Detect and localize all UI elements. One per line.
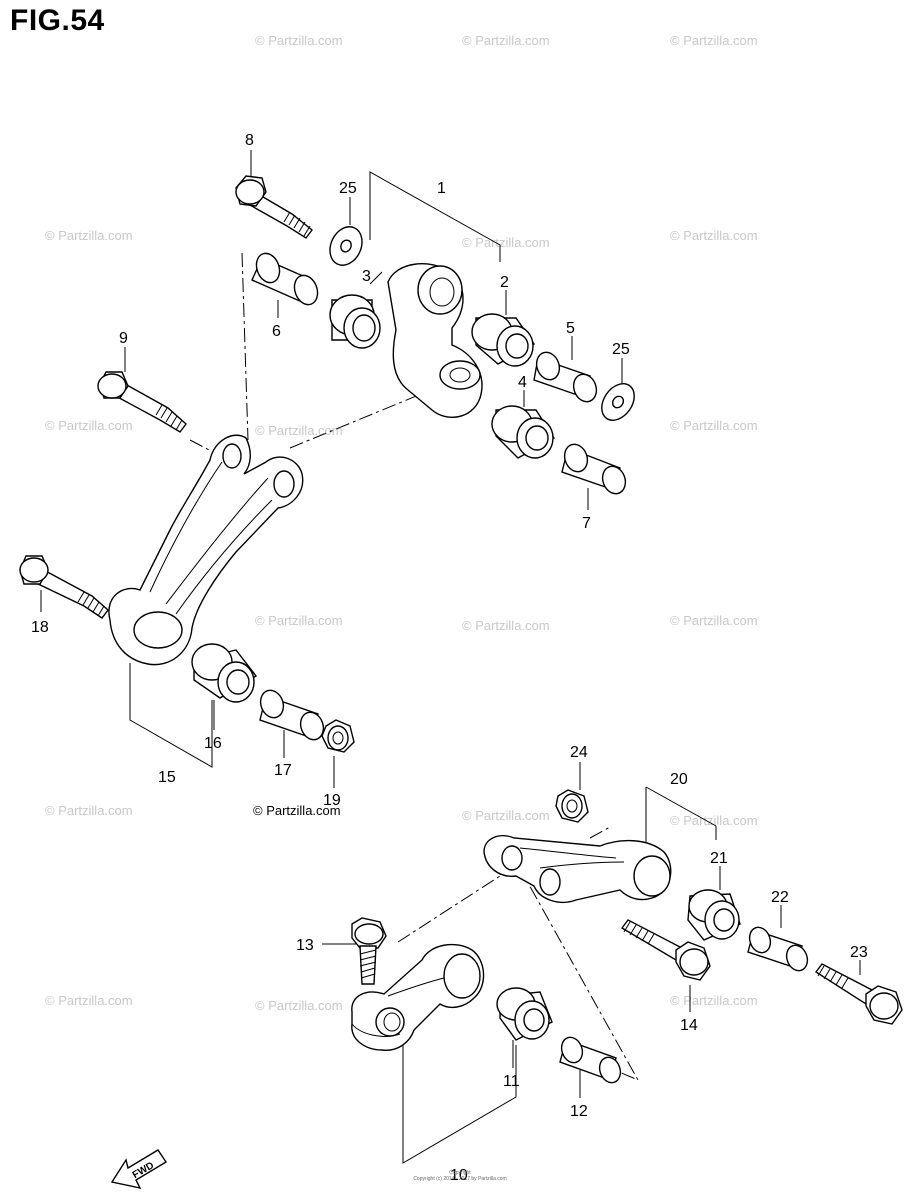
callout-25-right: 25 xyxy=(612,341,630,358)
watermark: © Partzilla.com xyxy=(45,993,133,1008)
collar-5 xyxy=(533,351,598,403)
watermark: © Partzilla.com xyxy=(45,418,133,433)
bearing-21 xyxy=(687,889,741,941)
watermark: © Partzilla.com xyxy=(462,235,550,250)
bolt-23 xyxy=(814,963,903,1025)
group-brackets xyxy=(129,171,717,1164)
leader-lines xyxy=(40,150,861,1098)
bearing-3 xyxy=(329,294,381,349)
bearing-11 xyxy=(496,987,553,1041)
callout-16: 16 xyxy=(204,735,222,752)
bearing-2 xyxy=(471,313,536,367)
bearing-16 xyxy=(191,643,258,703)
watermark: © Partzilla.com xyxy=(462,33,550,48)
bolt-18 xyxy=(19,555,109,619)
watermark: © Partzilla.com xyxy=(462,618,550,633)
callout-4: 4 xyxy=(518,374,527,391)
watermark: © Partzilla.com xyxy=(45,228,133,243)
watermark: © Partzilla.com xyxy=(255,33,343,48)
watermark: © Partzilla.com xyxy=(255,998,343,1013)
washer-25-right xyxy=(601,383,635,421)
nut-24 xyxy=(555,789,589,823)
footer-line-1: Copyright xyxy=(449,1170,471,1176)
callout-23: 23 xyxy=(850,944,868,961)
callout-8: 8 xyxy=(245,132,254,149)
callout-labels: 1 2 3 4 5 6 7 8 9 10 11 12 13 14 15 16 1… xyxy=(31,132,868,1184)
bearing-4 xyxy=(491,405,555,459)
cushion-rod-15 xyxy=(108,434,304,666)
copyright-footer: Copyright Copyright (c) 2014 - 2017 by P… xyxy=(380,1170,540,1182)
callout-17: 17 xyxy=(274,762,292,779)
watermark: © Partzilla.com xyxy=(670,613,758,628)
callout-21: 21 xyxy=(710,850,728,867)
callout-12: 12 xyxy=(570,1103,588,1120)
callout-24: 24 xyxy=(570,744,588,761)
callout-18: 18 xyxy=(31,619,49,636)
callout-2: 2 xyxy=(500,274,509,291)
callout-20: 20 xyxy=(670,771,688,788)
callout-14: 14 xyxy=(680,1017,698,1034)
bolt-8 xyxy=(235,175,313,239)
callout-6: 6 xyxy=(272,323,281,340)
callout-13: 13 xyxy=(296,937,314,954)
watermark: © Partzilla.com xyxy=(255,423,343,438)
collar-6 xyxy=(251,252,319,306)
cushion-rod-20 xyxy=(483,834,672,904)
fwd-arrow: FWD xyxy=(110,1149,167,1189)
watermark: © Partzilla.com xyxy=(670,33,758,48)
callout-25-top: 25 xyxy=(339,180,357,197)
cushion-lever-10 xyxy=(351,943,485,1051)
collar-17 xyxy=(259,689,325,741)
cushion-lever-1 xyxy=(387,263,483,418)
callout-11: 11 xyxy=(503,1073,520,1090)
callout-22: 22 xyxy=(771,889,789,906)
callout-15: 15 xyxy=(158,769,176,786)
collar-22 xyxy=(747,926,809,972)
bolt-9 xyxy=(97,371,187,433)
watermark: © Partzilla.com xyxy=(255,613,343,628)
callout-19: 19 xyxy=(323,792,341,809)
nut-19 xyxy=(321,719,355,753)
callout-3: 3 xyxy=(362,268,371,285)
watermark: © Partzilla.com xyxy=(45,803,133,818)
watermark: © Partzilla.com xyxy=(670,228,758,243)
callout-7: 7 xyxy=(582,515,591,532)
footer-line-2: Copyright (c) 2014 - 2017 by Partzilla.c… xyxy=(413,1176,507,1182)
callout-1: 1 xyxy=(437,180,446,197)
callout-10: 10 xyxy=(450,1167,468,1184)
callout-5: 5 xyxy=(566,320,575,337)
figure-title: FIG.54 xyxy=(10,4,105,37)
collar-12 xyxy=(559,1036,622,1084)
watermark: © Partzilla.com xyxy=(670,993,758,1008)
bolt-13 xyxy=(351,917,387,985)
watermark-layer: © Partzilla.com © Partzilla.com © Partzi… xyxy=(45,33,758,1013)
watermark: © Partzilla.com xyxy=(462,808,550,823)
watermark: © Partzilla.com xyxy=(670,418,758,433)
watermark: © Partzilla.com xyxy=(670,813,758,828)
callout-9: 9 xyxy=(119,330,128,347)
collar-7 xyxy=(561,443,627,495)
partzilla-credit: © Partzilla.com xyxy=(253,803,341,818)
washer-25-top xyxy=(329,226,363,266)
bolt-14 xyxy=(620,919,711,981)
